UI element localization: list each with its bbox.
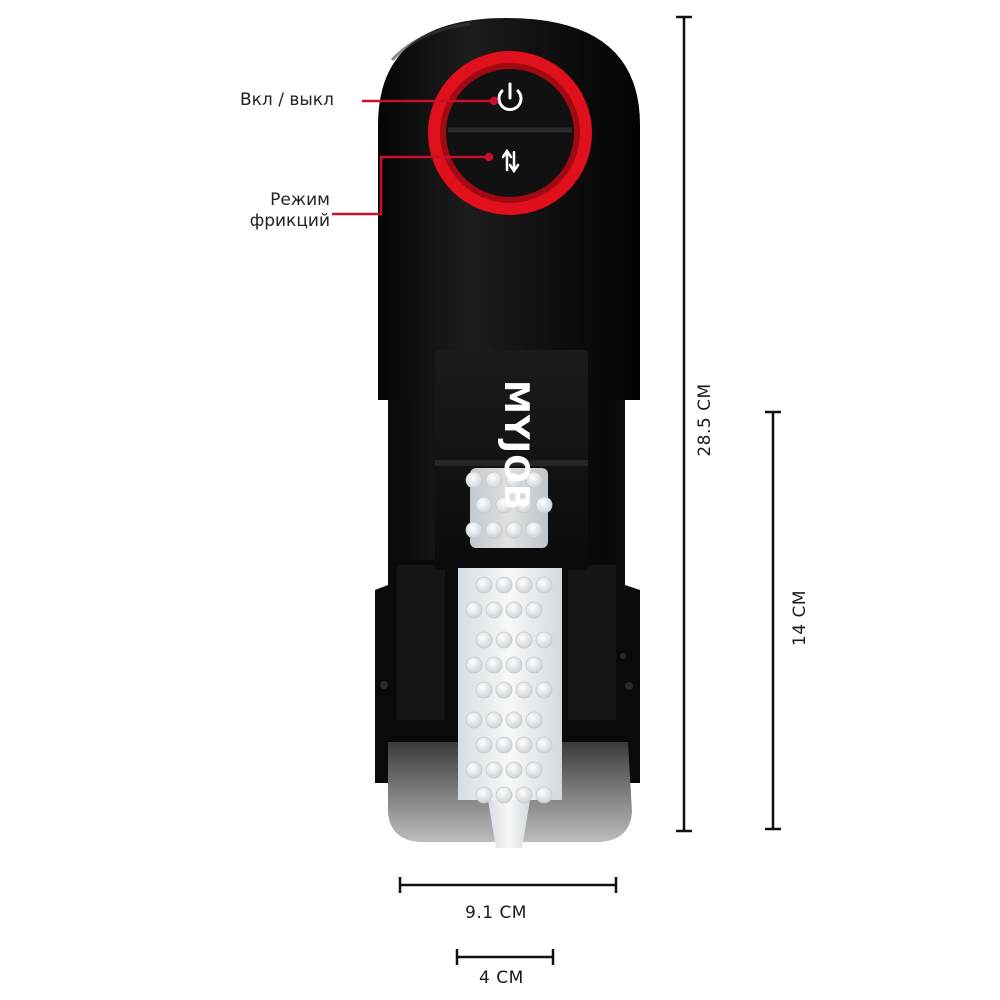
dimension-lines xyxy=(398,15,781,965)
sleeve-bump xyxy=(465,761,483,779)
sleeve-bump xyxy=(475,736,493,754)
sleeve-bump xyxy=(475,786,493,804)
sleeve-bump xyxy=(475,576,493,594)
swap-arrows-icon xyxy=(501,148,520,174)
sleeve-bump xyxy=(525,711,543,729)
sleeve-bump xyxy=(505,601,523,619)
sleeve-bump xyxy=(465,471,483,489)
sleeve-bump xyxy=(505,711,523,729)
sleeve-bump xyxy=(495,786,513,804)
sleeve-bump xyxy=(495,576,513,594)
sleeve-bump xyxy=(515,736,533,754)
mode-button[interactable] xyxy=(455,134,565,189)
width-body-label: 9.1 CM xyxy=(465,903,527,923)
sleeve-bump xyxy=(505,521,523,539)
sleeve-bump xyxy=(485,471,503,489)
sleeve-bump xyxy=(465,656,483,674)
sleeve-bump xyxy=(485,761,503,779)
sleeve-bump xyxy=(495,736,513,754)
sleeve-bump xyxy=(535,496,553,514)
sleeve-bump xyxy=(515,681,533,699)
power-icon xyxy=(497,82,523,111)
sleeve-bump xyxy=(505,656,523,674)
sleeve-bump xyxy=(505,761,523,779)
sleeve-bump xyxy=(525,761,543,779)
sleeve-bump xyxy=(525,521,543,539)
mode-callout-line2: фрикций xyxy=(249,211,330,231)
height-sleeve-label: 14 CM xyxy=(790,589,810,647)
sleeve-bump xyxy=(525,601,543,619)
sleeve-bump xyxy=(535,736,553,754)
sleeve-bump xyxy=(525,471,543,489)
width-opening-label: 4 CM xyxy=(479,968,524,988)
mode-callout-line1: Режим xyxy=(270,190,330,210)
brand-logo: MYJOB xyxy=(496,380,536,511)
sleeve-bump xyxy=(485,601,503,619)
sleeve-bump xyxy=(525,656,543,674)
sleeve-bump xyxy=(475,681,493,699)
sleeve-bump xyxy=(515,786,533,804)
height-total-label: 28.5 CM xyxy=(695,383,715,457)
power-button[interactable] xyxy=(455,72,565,127)
sleeve-bump xyxy=(485,656,503,674)
callout-leaders xyxy=(332,96,499,216)
sleeve-bump xyxy=(495,631,513,649)
sleeve-bump xyxy=(535,681,553,699)
sleeve-bump xyxy=(475,496,493,514)
sleeve-bump xyxy=(465,711,483,729)
sleeve-bump xyxy=(465,521,483,539)
sleeve-bump xyxy=(535,576,553,594)
control-panel xyxy=(428,51,592,215)
sleeve-bump xyxy=(535,786,553,804)
sleeve-bump xyxy=(495,681,513,699)
sleeve-bump xyxy=(515,496,533,514)
sleeve xyxy=(458,468,562,848)
power-callout-label: Вкл / выкл xyxy=(240,90,334,110)
sleeve-bump xyxy=(495,496,513,514)
sleeve-bump xyxy=(535,631,553,649)
sleeve-bump xyxy=(515,576,533,594)
sleeve-bump xyxy=(515,631,533,649)
sleeve-bump xyxy=(505,471,523,489)
sleeve-bump xyxy=(475,631,493,649)
sleeve-bump xyxy=(485,521,503,539)
sleeve-bump xyxy=(485,711,503,729)
sleeve-bump xyxy=(465,601,483,619)
mode-callout-label: Режим фрикций xyxy=(250,190,330,232)
